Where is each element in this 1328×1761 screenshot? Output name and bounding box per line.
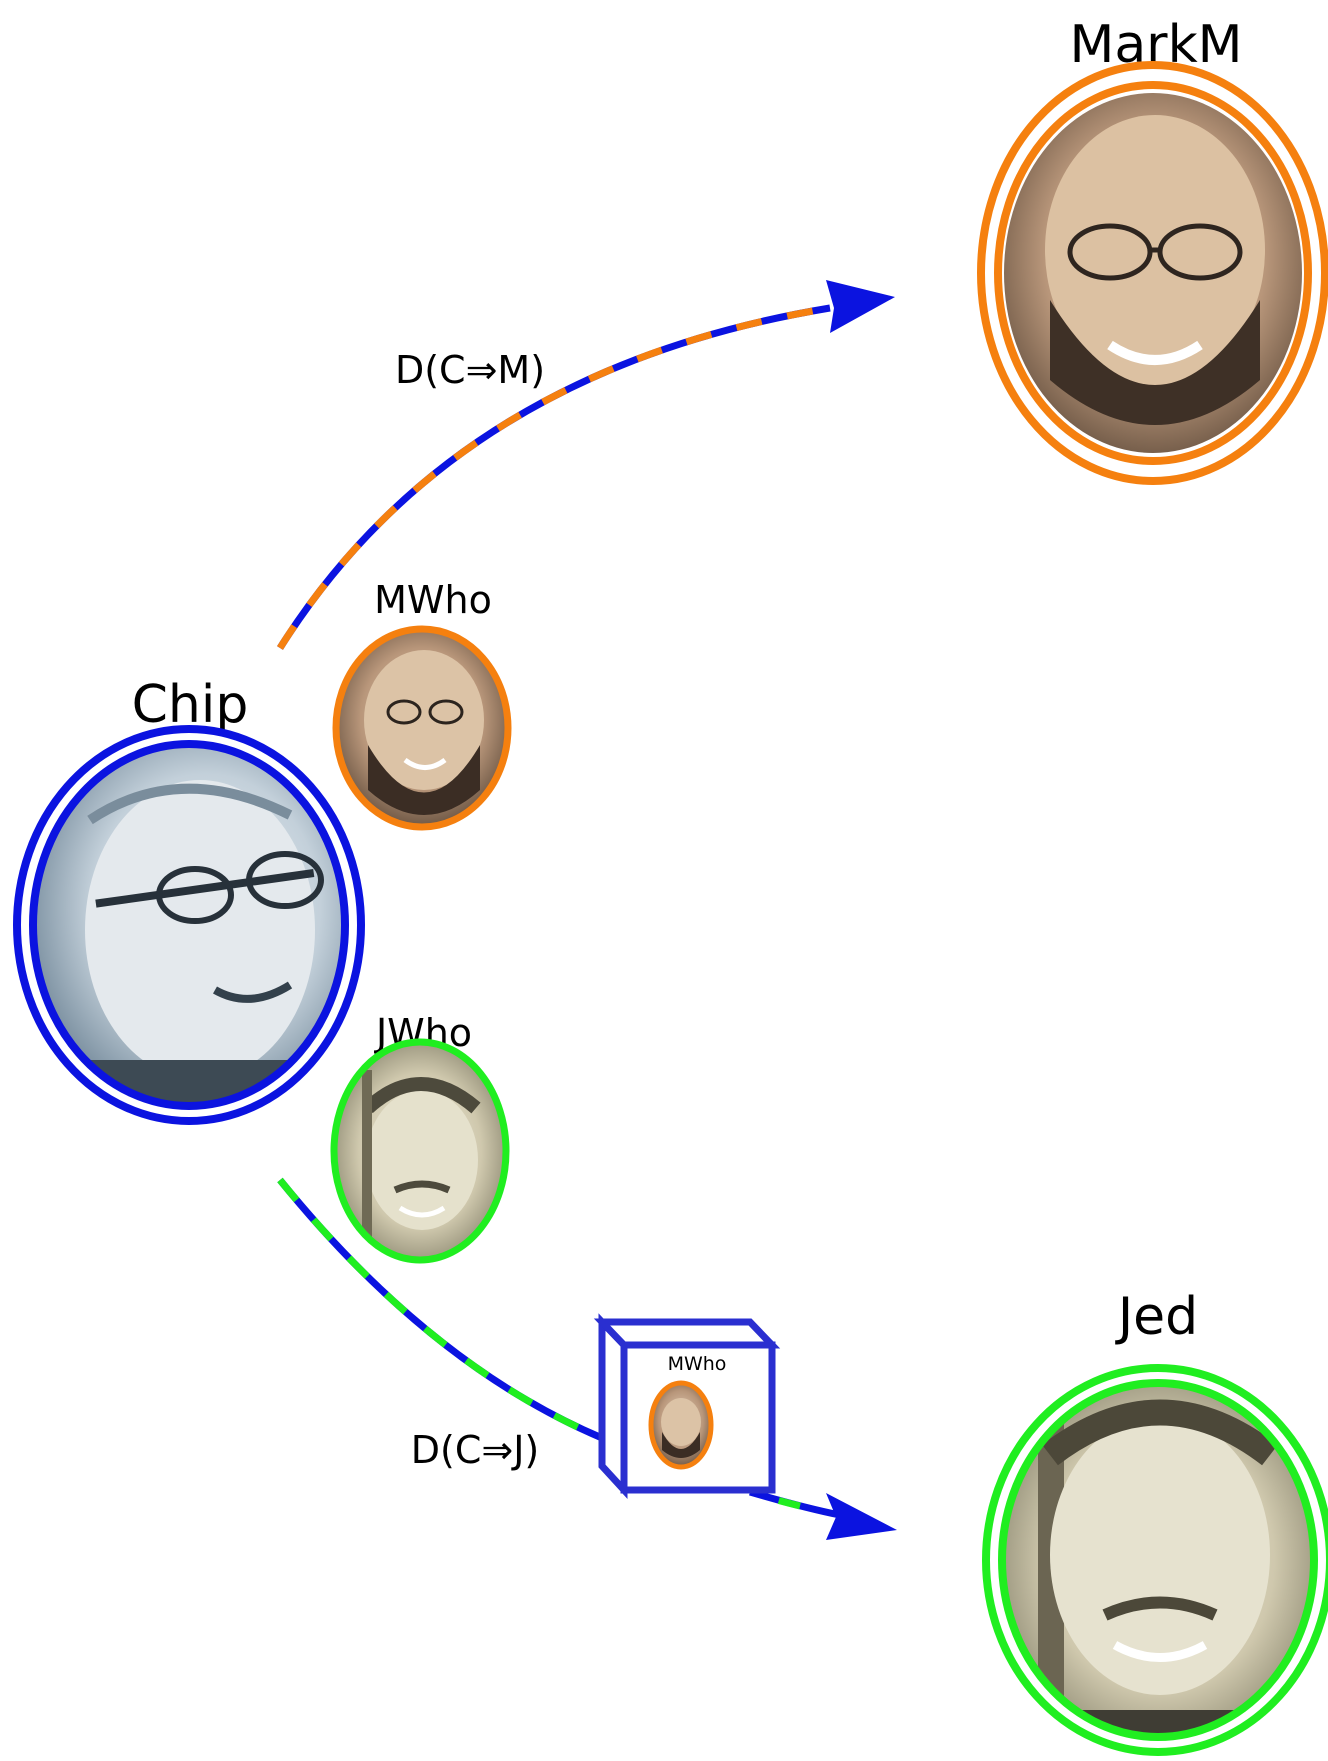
jwho-photo (336, 1044, 504, 1258)
markm-photo (1004, 93, 1302, 453)
node-mwho-ring (332, 625, 512, 831)
edge-c-to-j-tail-green (748, 1488, 801, 1510)
mwho-photo (338, 632, 506, 824)
package-box: MWho (593, 1313, 781, 1499)
edge-c-to-m-label: D(C⇒M) (395, 348, 545, 392)
node-jed-inner-ring (998, 1379, 1318, 1741)
node-chip-outer-ring (13, 725, 365, 1125)
edge-c-to-m-line-blue (277, 304, 831, 650)
package-mwho-photo (653, 1385, 709, 1465)
edge-c-to-m-line-orange (277, 304, 831, 650)
edge-c-to-m-arrowhead (826, 280, 895, 333)
node-chip-label: Chip (132, 675, 249, 735)
jed-photo (1005, 1382, 1311, 1738)
edge-c-to-j-label: D(C⇒J) (411, 1428, 540, 1472)
node-jwho: JWho (330, 1011, 510, 1264)
package-mwho-ring (648, 1380, 714, 1470)
node-jed: Jed (982, 1287, 1328, 1756)
edge-c-to-j-arrowhead (826, 1493, 897, 1540)
edge-c-to-m: D(C⇒M) (277, 280, 895, 650)
node-mwho: MWho (332, 578, 512, 831)
node-chip-inner-ring (29, 740, 349, 1110)
package-label: MWho (668, 1353, 727, 1375)
edge-c-to-j: D(C⇒J) (277, 1177, 897, 1540)
node-jwho-ring (330, 1038, 510, 1264)
edge-c-to-j-line-green (277, 1177, 604, 1442)
node-markm-inner-ring (994, 81, 1312, 465)
node-chip: Chip (13, 675, 365, 1125)
node-mwho-label: MWho (374, 578, 492, 622)
node-jed-outer-ring (982, 1364, 1328, 1756)
node-markm: MarkM (977, 15, 1328, 485)
node-jed-label: Jed (1115, 1287, 1198, 1347)
node-markm-outer-ring (977, 61, 1328, 485)
